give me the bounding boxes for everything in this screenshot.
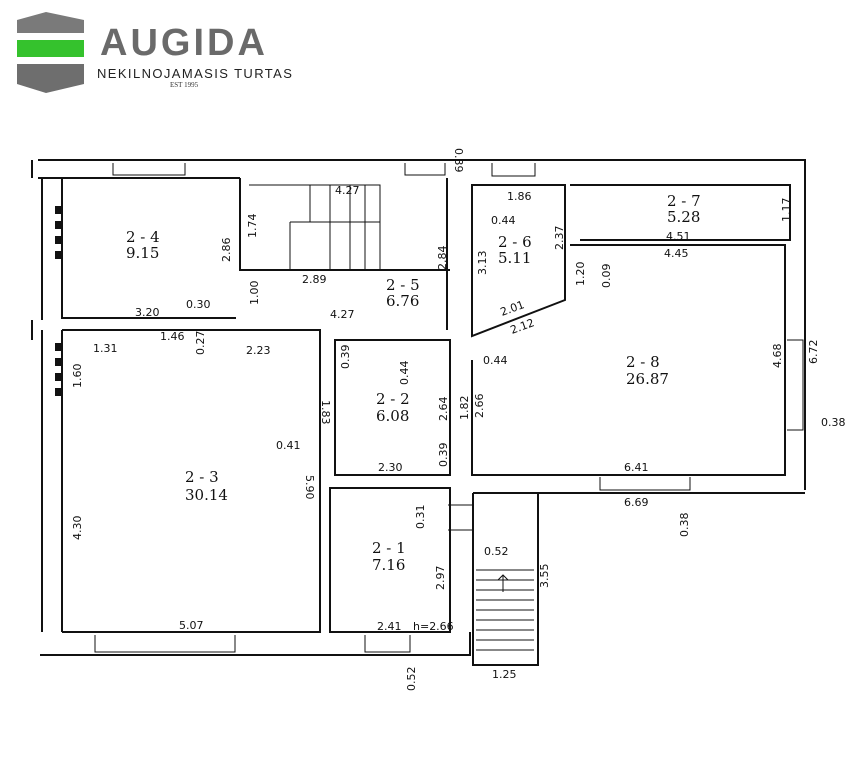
- dim-label: 6.69: [624, 496, 649, 509]
- logo-mark-icon: [17, 12, 84, 93]
- dim-label: 0.39: [437, 443, 450, 468]
- dim-label: 4.68: [771, 344, 784, 369]
- room-2-5-id: 2 - 5: [386, 276, 420, 294]
- dim-label: 2.66: [473, 394, 486, 419]
- room-2-7-area: 5.28: [667, 208, 700, 226]
- dim-label: 0.52: [405, 667, 418, 692]
- dim-label: 1.31: [93, 342, 118, 355]
- dim-label: 2.41: [377, 620, 402, 633]
- dim-label: 0.27: [194, 331, 207, 356]
- dim-label: 1.82: [458, 396, 471, 421]
- dim-label: 1.25: [492, 668, 517, 681]
- dim-label: 0.30: [186, 298, 211, 311]
- dim-label: 1.00: [248, 281, 261, 306]
- dim-label: 0.44: [491, 214, 516, 227]
- room-2-5-area: 6.76: [386, 292, 419, 310]
- dim-label: 2.84: [436, 246, 449, 271]
- dim-label: 6.41: [624, 461, 649, 474]
- room-2-8-area: 26.87: [626, 370, 669, 388]
- dim-label: 6.72: [807, 340, 820, 365]
- dim-label: 1.60: [71, 364, 84, 389]
- dim-label: 4.45: [664, 247, 689, 260]
- brand-name: AUGIDA: [100, 22, 268, 64]
- room-2-8-id: 2 - 8: [626, 353, 660, 371]
- dim-label: 2.23: [246, 344, 271, 357]
- dim-label: 2.86: [220, 238, 233, 263]
- dim-label: 2.37: [553, 226, 566, 251]
- dim-label: 0.31: [414, 505, 427, 530]
- dim-label: 4.51: [666, 230, 691, 243]
- dim-label: 0.38: [678, 513, 691, 538]
- dim-label: 3.20: [135, 306, 160, 319]
- room-2-2-id: 2 - 2: [376, 390, 410, 408]
- dim-label: 0.41: [276, 439, 301, 452]
- dim-label: 0.39: [339, 345, 352, 370]
- logo-header: AUGIDA NEKILNOJAMASIS TURTAS EST 1995: [0, 0, 300, 100]
- dim-label: 0.38: [821, 416, 846, 429]
- dim-label: 3.13: [476, 251, 489, 276]
- room-2-4-area: 9.15: [126, 244, 159, 262]
- dim-label: 4.27: [335, 184, 360, 197]
- room-2-4-id: 2 - 4: [126, 228, 160, 246]
- dim-label: 0.44: [398, 361, 411, 386]
- room-2-1-area: 7.16: [372, 556, 405, 574]
- dim-label: 1.20: [574, 262, 587, 287]
- room-2-3-area: 30.14: [185, 486, 228, 504]
- dim-label: 0.39: [452, 148, 465, 173]
- dim-label: 1.74: [246, 214, 259, 239]
- brand-established: EST 1995: [170, 81, 199, 89]
- dim-label: 1.17: [780, 198, 793, 223]
- dim-label: 2.30: [378, 461, 403, 474]
- dim-label: 3.55: [538, 564, 551, 589]
- brand-tagline: NEKILNOJAMASIS TURTAS: [97, 66, 294, 81]
- dim-label: 2.64: [437, 397, 450, 422]
- room-2-6-area: 5.11: [498, 249, 531, 267]
- room-2-3-id: 2 - 3: [185, 468, 219, 486]
- dim-label: 4.30: [71, 516, 84, 541]
- dim-label: 0.09: [600, 264, 613, 289]
- dim-label: 2.89: [302, 273, 327, 286]
- room-2-7-id: 2 - 7: [667, 192, 701, 210]
- dim-label: 5.90: [303, 475, 316, 500]
- dim-label: 5.07: [179, 619, 204, 632]
- room-2-2-area: 6.08: [376, 407, 409, 425]
- dim-label: 0.52: [484, 545, 509, 558]
- dim-label: 2.97: [434, 566, 447, 591]
- dim-label: 1.86: [507, 190, 532, 203]
- room-2-1-id: 2 - 1: [372, 539, 406, 557]
- dim-label: 4.27: [330, 308, 355, 321]
- dim-label: 0.44: [483, 354, 508, 367]
- dim-label: 1.83: [319, 400, 332, 425]
- dim-label: h=2.66: [413, 620, 454, 633]
- dim-label: 1.46: [160, 330, 185, 343]
- room-2-6-id: 2 - 6: [498, 233, 532, 251]
